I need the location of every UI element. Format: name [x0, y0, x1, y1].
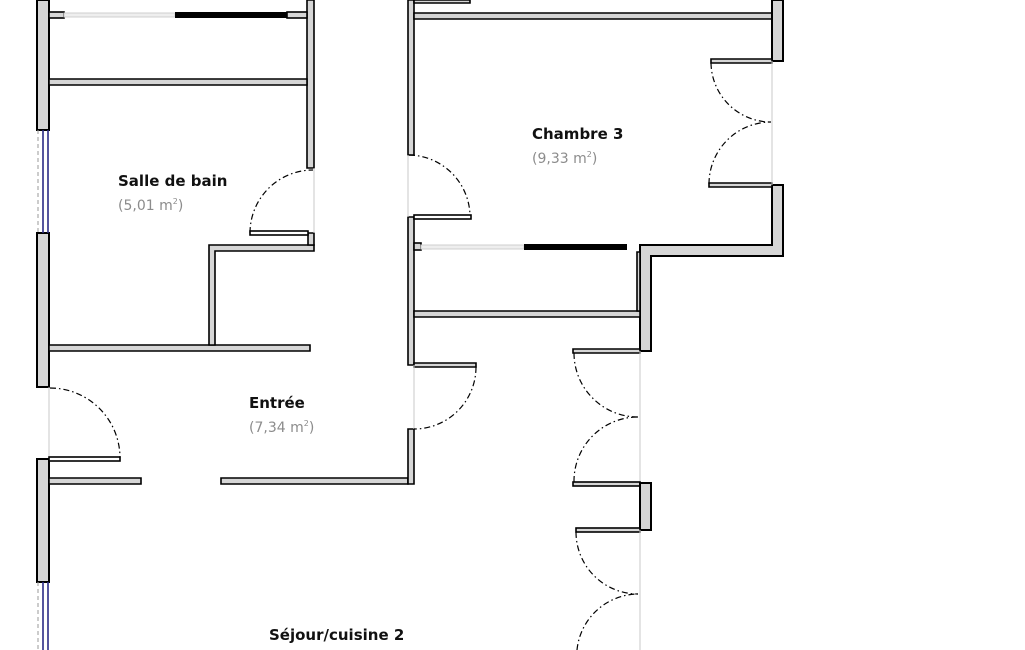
left-wing-walls [36, 0, 415, 583]
sejour-pillar-jamb-top [572, 481, 641, 487]
french-window-sejour-upper-swing-bottom [573, 416, 639, 483]
chambre-top-stub[interactable] [413, 0, 471, 4]
chambre-slide-track [420, 244, 525, 250]
exterior-wall-left-middle[interactable] [36, 232, 50, 388]
door-chambre-3-swing [408, 154, 471, 216]
room-name: Salle de bain [118, 172, 227, 190]
window-bathroom[interactable] [37, 130, 49, 233]
door-entree-swing [49, 387, 121, 459]
door-entree[interactable] [48, 387, 121, 462]
window-sejour[interactable] [37, 582, 49, 650]
closet-slide-track [63, 12, 176, 18]
bathroom-inner-partition[interactable] [208, 244, 315, 346]
french-window-sejour-lower-swing-bottom [576, 593, 639, 650]
chambre-slide-jamb-left [413, 242, 422, 251]
entree-right-wall[interactable] [407, 428, 415, 485]
french-window-sejour-lower-swing-top [575, 531, 639, 595]
door-bathroom[interactable] [249, 168, 315, 236]
room-label-sejour-cuisine-2[interactable]: Séjour/cuisine 2 [269, 626, 404, 644]
entree-bottom-wall-right[interactable] [220, 477, 409, 485]
french-window-sejour-upper-swing-top [573, 352, 639, 418]
closet-bathroom-partition[interactable] [48, 78, 308, 86]
closet-slide-panel [175, 12, 287, 18]
room-label-entree[interactable]: Entrée (7,34 m2) [249, 394, 314, 436]
chambre-closet-sliding-door[interactable] [413, 242, 627, 251]
sejour-pillar [572, 481, 652, 533]
door-bathroom-swing [249, 169, 314, 234]
chambre-top-partition[interactable] [413, 12, 773, 20]
chambre-left-wall-upper[interactable] [407, 0, 415, 156]
room-area: (5,01 m2) [118, 197, 183, 214]
chambre-slide-panel [524, 244, 627, 250]
door-chambre-3[interactable] [407, 154, 472, 220]
closet-slide-jamb-left [48, 11, 65, 19]
chambre-window-jamb-bottom[interactable] [708, 182, 773, 188]
chambre-right-wall-upper[interactable] [771, 0, 784, 62]
chambre-closet-bottom-partition[interactable] [413, 310, 641, 318]
door-bathroom-leaf [249, 230, 309, 236]
room-name: Chambre 3 [532, 125, 623, 143]
right-wing-walls [407, 0, 784, 368]
french-window-sejour-upper[interactable] [573, 351, 641, 483]
chambre-closet-right-wall[interactable] [636, 251, 641, 312]
sejour-pillar[interactable] [639, 482, 652, 531]
room-area: (9,33 m2) [532, 150, 597, 167]
french-window-chambre-swing-bottom [708, 121, 772, 185]
entree-bottom-wall-left[interactable] [48, 477, 142, 485]
sejour-pillar-jamb-bottom [575, 527, 641, 533]
chambre-right-wall-lower[interactable] [639, 184, 784, 352]
exterior-wall-left-upper[interactable] [36, 0, 50, 131]
french-window-chambre-swing-top [710, 62, 772, 123]
door-chambre-3-leaf [413, 214, 472, 220]
closet-sliding-door[interactable] [48, 11, 308, 19]
bathroom-door-jamb[interactable] [307, 232, 315, 246]
door-entree-leaf [48, 456, 121, 462]
french-window-chambre-3[interactable] [708, 61, 773, 185]
chambre-left-wall-lower[interactable] [407, 216, 415, 366]
entree-door-jamb[interactable] [413, 362, 477, 368]
bathroom-bottom-partition[interactable] [48, 344, 311, 352]
closet-slide-jamb-right [286, 11, 308, 19]
room-name: Séjour/cuisine 2 [269, 626, 404, 644]
exterior-wall-left-lower[interactable] [36, 458, 50, 583]
room-name: Entrée [249, 394, 305, 412]
closet-right-wall[interactable] [306, 0, 315, 169]
door-entree-right-swing [413, 366, 477, 430]
room-area: (7,34 m2) [249, 419, 314, 436]
chambre-window-jamb-top[interactable] [710, 58, 773, 64]
french-window-sejour-lower[interactable] [575, 530, 641, 650]
room-label-chambre-3[interactable]: Chambre 3 (9,33 m2) [532, 125, 623, 167]
sejour-door-jamb-top[interactable] [572, 348, 641, 354]
door-entree-right[interactable] [413, 365, 477, 430]
room-label-salle-de-bain[interactable]: Salle de bain (5,01 m2) [118, 172, 227, 214]
